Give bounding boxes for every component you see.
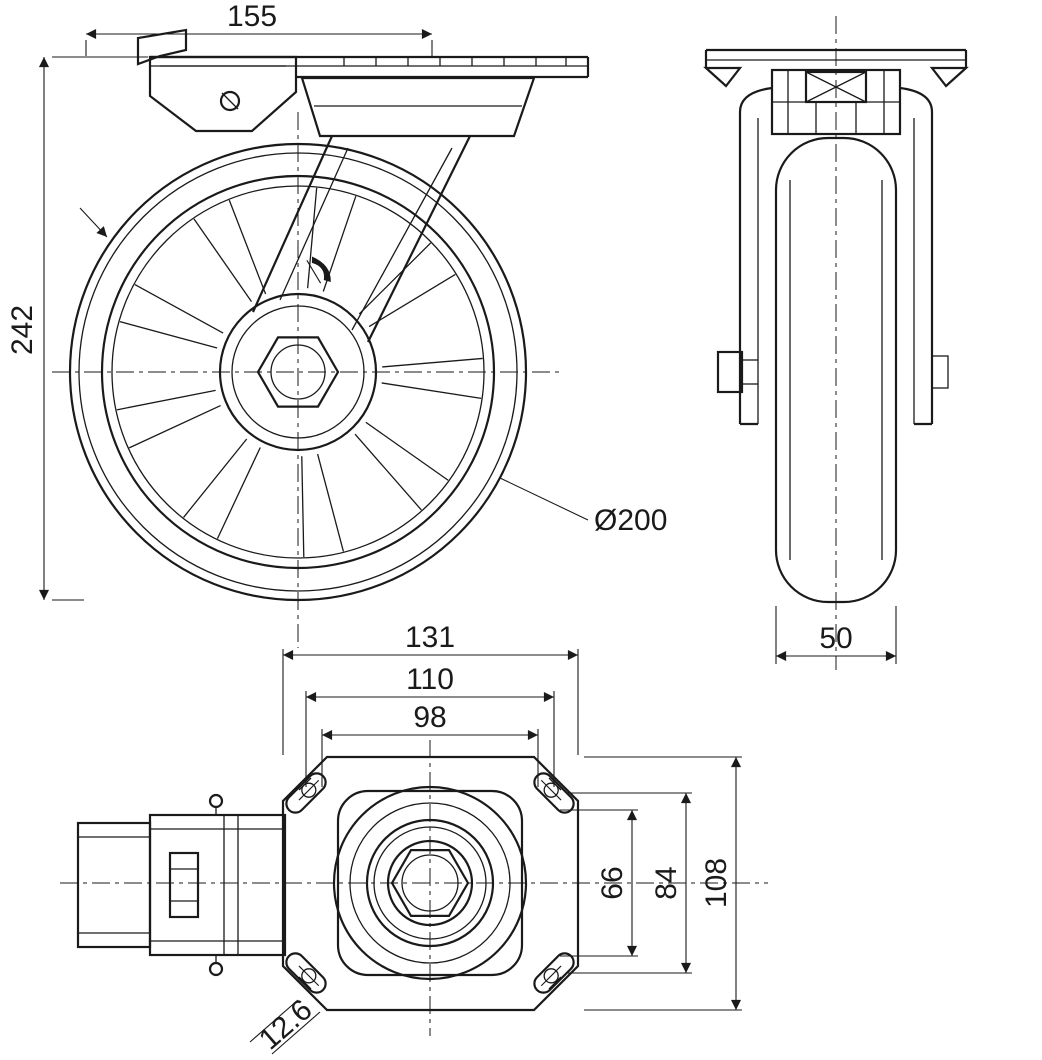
dim-84-label: 84 <box>650 866 683 899</box>
bolt-slot-top-left <box>285 772 327 814</box>
plan-view-brake-housing <box>76 793 287 977</box>
dim-98-label: 98 <box>413 701 446 734</box>
dim-12-6-label: 12.6 <box>253 993 319 1056</box>
dim-bolt-pitch-98: 98 <box>321 701 539 787</box>
tire-reference-arrow <box>79 207 108 238</box>
dim-155-label: 155 <box>227 0 277 33</box>
dim-plate-length-155: 155 <box>85 0 433 56</box>
bolt-slot-bottom-left <box>285 952 327 994</box>
dim-bolt-pitch-110: 110 <box>305 663 555 787</box>
dim-bolt-pitch-66: 66 <box>560 809 638 957</box>
dim-overall-height-242: 242 <box>6 56 148 601</box>
plan-view-swivel-raceway <box>332 785 528 981</box>
dim-108-label: 108 <box>700 858 733 908</box>
front-view-wheel <box>774 136 898 604</box>
dim-slot-width-12-6: 12.6 <box>249 993 321 1056</box>
dim-wheel-width-50: 50 <box>775 606 897 664</box>
plan-view-bolt-slots <box>285 772 575 994</box>
front-view-top-plate <box>703 48 969 88</box>
axle-hex-nut <box>256 336 340 408</box>
dim-66-label: 66 <box>596 866 629 899</box>
front-view: 50 <box>703 16 969 670</box>
dim-wheel-diameter-200: Ø200 <box>499 477 667 537</box>
plan-view: 131 110 98 66 <box>60 621 768 1056</box>
brand-logo-icon <box>306 256 331 284</box>
side-view-centerlines <box>52 112 560 648</box>
dim-plate-length-131: 131 <box>282 621 579 755</box>
side-view-wheel <box>68 142 528 602</box>
front-view-fork-legs <box>738 86 934 426</box>
dim-plate-width-108: 108 <box>584 756 742 1011</box>
center-hex-socket <box>390 848 470 918</box>
dim-d200-label: Ø200 <box>594 504 667 537</box>
front-view-axle <box>716 350 949 394</box>
dim-131-label: 131 <box>405 621 455 654</box>
dim-110-label: 110 <box>406 663 454 696</box>
front-view-swivel-housing <box>770 68 902 136</box>
dim-242-label: 242 <box>6 305 39 355</box>
side-view-brake <box>136 28 298 133</box>
side-view-top-plate <box>150 55 590 79</box>
plan-view-centerlines <box>60 740 768 1036</box>
side-view: 155 242 Ø200 <box>6 0 667 648</box>
dim-bolt-pitch-84: 84 <box>566 792 692 974</box>
side-view-fork <box>251 76 536 343</box>
dim-50-label: 50 <box>819 622 852 655</box>
